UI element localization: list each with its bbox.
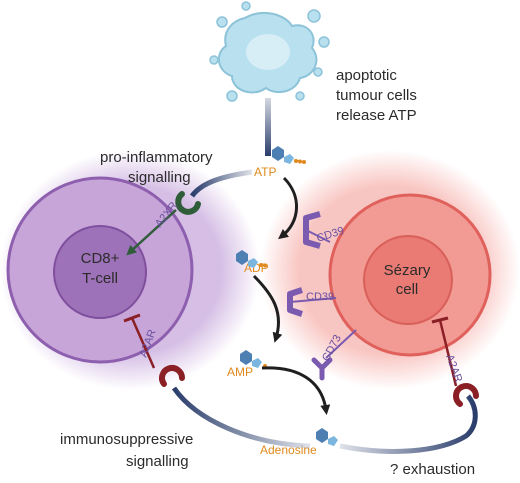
cd39-top-enzyme-icon bbox=[303, 211, 331, 249]
apoptotic-label-line3: release ATP bbox=[336, 107, 417, 124]
adenosine-molecule-icon bbox=[316, 428, 338, 446]
atp-molecule-icon bbox=[272, 146, 306, 164]
immunosuppressive-label-line1: immunosuppressive bbox=[60, 431, 193, 448]
pro-inflammatory-label-line2: signalling bbox=[128, 169, 191, 186]
sezary-cell-nucleus bbox=[363, 235, 453, 325]
tumour-bleb bbox=[313, 67, 323, 77]
cd8-label-line2: T-cell bbox=[82, 270, 118, 287]
adp-to-amp-arrow bbox=[252, 274, 283, 343]
tumour-bleb bbox=[209, 55, 219, 65]
cd8-t-cell: CD8+ T-cell bbox=[6, 176, 194, 364]
tumour-bleb bbox=[241, 1, 251, 11]
a2ar-left-inhibition-line bbox=[130, 317, 156, 369]
a2ar-right-inhibition-bar bbox=[431, 316, 449, 324]
cd39-mid-label: CD39 bbox=[306, 291, 334, 303]
apoptotic-tumour-cell bbox=[209, 1, 330, 102]
a2xr-activation-arrow bbox=[126, 209, 177, 256]
a2ar-left-receptor-icon bbox=[159, 365, 185, 387]
tumour-bleb bbox=[295, 91, 305, 101]
tumour-bleb bbox=[216, 16, 228, 28]
apoptotic-label-line2: tumour cells bbox=[336, 87, 417, 104]
tumour-cell-nucleus bbox=[246, 34, 290, 70]
pro-inflammatory-label-line1: pro-inflammatory bbox=[100, 149, 213, 166]
sezary-label-line2: cell bbox=[396, 281, 419, 298]
apoptotic-label-line1: apoptotic bbox=[336, 67, 397, 84]
a2ar-right-inhibition-line bbox=[438, 319, 458, 387]
cd39-mid-enzyme-icon bbox=[287, 287, 337, 317]
sezary-cell: Sézary cell bbox=[328, 193, 492, 357]
exhaustion-label: ? exhaustion bbox=[390, 461, 475, 478]
cd8-label-line1: CD8+ bbox=[81, 250, 120, 267]
sezary-label-line1: Sézary bbox=[384, 262, 431, 279]
a2ar-left-inhibition-bar bbox=[123, 313, 141, 323]
adp-molecule-icon bbox=[236, 250, 267, 268]
cd8-cell-nucleus bbox=[53, 225, 147, 319]
atp-release-channel bbox=[265, 98, 271, 156]
atp-label: ATP bbox=[254, 165, 276, 179]
amp-to-adenosine-arrow bbox=[261, 366, 331, 415]
adenosine-to-right-a2ar-path bbox=[339, 394, 478, 454]
a2ar-right-receptor-icon bbox=[453, 383, 479, 407]
immunosuppressive-label-line2: signalling bbox=[126, 453, 189, 470]
tumour-bleb bbox=[318, 36, 330, 48]
atp-to-a2xr-path bbox=[189, 169, 253, 198]
tumour-bleb bbox=[226, 90, 238, 102]
adenosine-to-left-a2ar-path bbox=[171, 386, 311, 449]
amp-molecule-icon bbox=[240, 350, 267, 368]
cd73-enzyme-icon bbox=[311, 329, 357, 381]
amp-label: AMP bbox=[227, 365, 253, 379]
atp-to-adp-arrow bbox=[278, 176, 298, 240]
a2xr-receptor-icon bbox=[175, 191, 201, 215]
tumour-bleb bbox=[307, 9, 321, 23]
